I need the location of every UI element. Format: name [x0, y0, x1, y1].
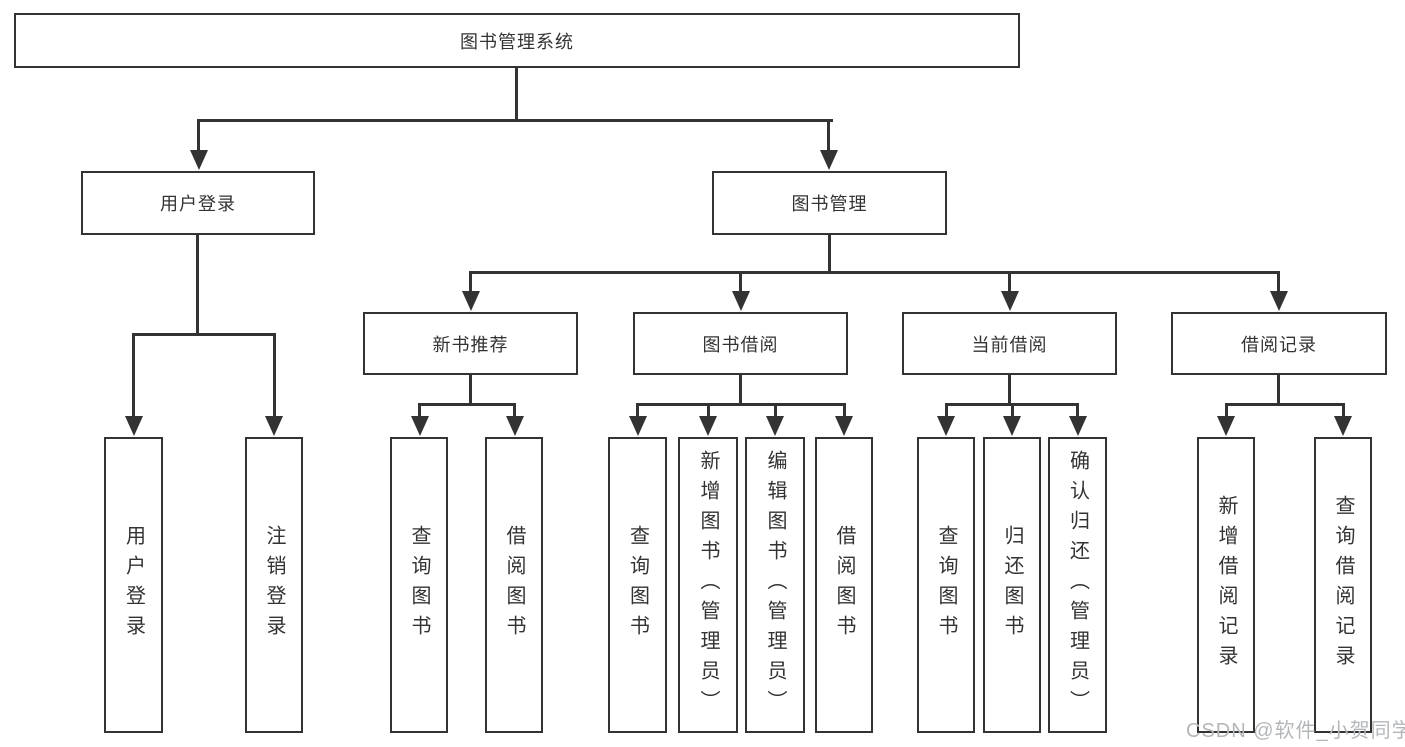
leaf-nbr-query-books: 查询图书	[390, 437, 448, 733]
arrow-down-icon	[1069, 416, 1087, 436]
node-new-book-recommend: 新书推荐	[363, 312, 578, 375]
connector-line	[1225, 403, 1345, 406]
leaf-bb-query-books: 查询图书	[608, 437, 667, 733]
arrow-down-icon	[699, 416, 717, 436]
arrow-down-icon	[190, 150, 208, 170]
leaf-user-login: 用户登录	[104, 437, 163, 733]
arrow-down-icon	[462, 291, 480, 311]
arrow-down-icon	[732, 291, 750, 311]
node-borrowing-records: 借阅记录	[1171, 312, 1387, 375]
connector-line	[636, 403, 846, 406]
arrow-down-icon	[265, 416, 283, 436]
leaf-bb-add-books-admin: 新增图书（管理员）	[678, 437, 738, 733]
arrow-down-icon	[629, 416, 647, 436]
connector-line	[1076, 405, 1079, 417]
connector-line	[1008, 273, 1011, 291]
leaf-cb-return-books: 归还图书	[983, 437, 1041, 733]
connector-line	[469, 273, 472, 291]
connector-line	[196, 235, 199, 336]
connector-line	[515, 68, 518, 121]
connector-line	[636, 405, 639, 417]
connector-line	[1011, 405, 1014, 417]
arrow-down-icon	[411, 416, 429, 436]
connector-line	[827, 120, 830, 151]
connector-line	[418, 405, 421, 417]
connector-line	[739, 273, 742, 291]
node-root: 图书管理系统	[14, 13, 1020, 68]
csdn-watermark: CSDN @软件_小贺同学	[1186, 720, 1405, 742]
leaf-cb-query-books: 查询图书	[917, 437, 975, 733]
connector-line	[132, 333, 276, 336]
connector-line	[828, 235, 831, 274]
connector-line	[418, 403, 516, 406]
connector-line	[1277, 273, 1280, 291]
connector-line	[774, 405, 777, 417]
node-current-borrowing: 当前借阅	[902, 312, 1117, 375]
leaf-nbr-borrow-books: 借阅图书	[485, 437, 543, 733]
connector-line	[273, 335, 276, 417]
arrow-down-icon	[835, 416, 853, 436]
leaf-bb-borrow-books: 借阅图书	[815, 437, 873, 733]
leaf-br-add-record: 新增借阅记录	[1197, 437, 1255, 733]
leaf-br-query-record: 查询借阅记录	[1314, 437, 1372, 733]
arrow-down-icon	[1003, 416, 1021, 436]
connector-line	[197, 119, 833, 122]
leaf-bb-edit-books-admin: 编辑图书（管理员）	[745, 437, 805, 733]
connector-line	[843, 405, 846, 417]
arrow-down-icon	[506, 416, 524, 436]
connector-line	[945, 403, 1079, 406]
connector-line	[469, 375, 472, 406]
connector-line	[1225, 405, 1228, 417]
node-book-borrowing: 图书借阅	[633, 312, 848, 375]
connector-line	[132, 335, 135, 417]
connector-line	[1277, 375, 1280, 406]
connector-line	[1008, 375, 1011, 406]
arrow-down-icon	[937, 416, 955, 436]
leaf-cb-confirm-return-admin: 确认归还（管理员）	[1048, 437, 1107, 733]
node-book-management: 图书管理	[712, 171, 947, 235]
connector-line	[1342, 405, 1345, 417]
connector-line	[945, 405, 948, 417]
arrow-down-icon	[1217, 416, 1235, 436]
arrow-down-icon	[125, 416, 143, 436]
connector-line	[707, 405, 710, 417]
leaf-logout: 注销登录	[245, 437, 303, 733]
connector-line	[739, 375, 742, 406]
node-user-login: 用户登录	[81, 171, 315, 235]
connector-line	[469, 271, 1280, 274]
connector-line	[513, 405, 516, 417]
connector-line	[197, 120, 200, 151]
arrow-down-icon	[1270, 291, 1288, 311]
arrow-down-icon	[820, 150, 838, 170]
arrow-down-icon	[766, 416, 784, 436]
arrow-down-icon	[1001, 291, 1019, 311]
arrow-down-icon	[1334, 416, 1352, 436]
